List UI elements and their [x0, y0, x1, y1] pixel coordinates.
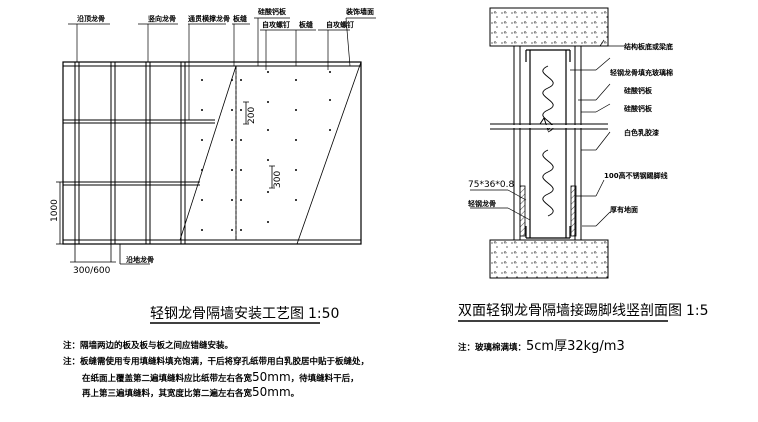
skirting-right [570, 185, 577, 237]
screw-spacing-marks [243, 101, 275, 189]
screw-dots [201, 71, 331, 231]
label-board-seam-1: 板缝 [233, 14, 247, 23]
note-left-4: 再上第三遍填缝料，其宽度比第二遍左右各宽50mm。 [82, 385, 300, 400]
label-steel-skirting: 100高不锈钢踢脚线 [604, 171, 668, 180]
label-finish-surface: 装饰墙面 [345, 7, 374, 16]
note-right-1: 注：玻璃棉满填：5cm厚32kg/m3 [458, 339, 625, 354]
label-self-tapping-2: 自攻螺钉 [326, 20, 354, 29]
note-left-3: 在纸面上覆盖第二遍填缝料应比纸带左右各宽50mm，待填缝料干后， [82, 370, 359, 385]
top-leaders [68, 17, 376, 120]
label-edge-keel: 沿顶龙骨 [77, 14, 105, 23]
finish-board-edge [296, 61, 362, 245]
vertical-studs [74, 62, 186, 244]
label-calcium-silicate: 硅酸钙板 [258, 7, 287, 16]
spacing-dimension [70, 244, 150, 265]
label-calcium-silicate-1: 硅酸钙板 [624, 86, 653, 95]
partition-section: 结构板底或梁底 轻钢龙骨填充玻璃棉 硅酸钙板 硅酸钙板 白色乳胶漆 100高不锈… [458, 7, 709, 322]
label-structure-base: 结构板底或梁底 [623, 42, 673, 51]
dim-spacing: 300/600 [73, 266, 111, 276]
label-vertical-keel: 竖向龙骨 [148, 14, 176, 23]
height-dimension [56, 181, 64, 245]
label-floor-keel: 沿地龙骨 [126, 255, 154, 264]
skirting-left [519, 185, 526, 237]
label-white-latex: 白色乳胶漆 [624, 128, 659, 137]
partition-elevation: 200 300 沿顶龙骨 竖向龙骨 通贯横撑龙骨 板缝 硅酸钙板 自攻螺钉 板缝… [50, 7, 376, 324]
label-profile-size: 75*36*0.8 [468, 180, 514, 190]
section-leaders [470, 39, 624, 227]
dim-height: 1000 [50, 199, 60, 222]
label-through-brace: 通贯横撑龙骨 [188, 14, 230, 23]
board-cut-line [179, 65, 237, 241]
steel-stud [525, 49, 571, 239]
glass-wool [542, 65, 554, 217]
floor-slab [489, 239, 609, 279]
note-left-1: 注：隔墙两边的板及板与板之间应错缝安装。 [63, 341, 234, 351]
label-self-tapping-1: 自攻螺钉 [262, 20, 290, 29]
wall-outline [62, 61, 362, 245]
horizontal-braces [63, 119, 215, 186]
label-board-seam-2: 板缝 [299, 20, 313, 29]
screw-dim-200: 200 [247, 107, 257, 124]
screw-dim-300: 300 [273, 171, 283, 188]
label-thick-floor: 厚有地面 [610, 205, 638, 214]
break-line [490, 116, 608, 132]
note-left-2: 注：板缝需使用专用填缝料填充饱满，干后将穿孔纸带用白乳胶居中贴于板缝处， [63, 357, 370, 367]
structure-slab [489, 7, 609, 47]
label-keel-glasswool: 轻钢龙骨填充玻璃棉 [610, 68, 673, 77]
label-light-keel: 轻钢龙骨 [468, 199, 496, 208]
label-calcium-silicate-2: 硅酸钙板 [624, 104, 653, 113]
